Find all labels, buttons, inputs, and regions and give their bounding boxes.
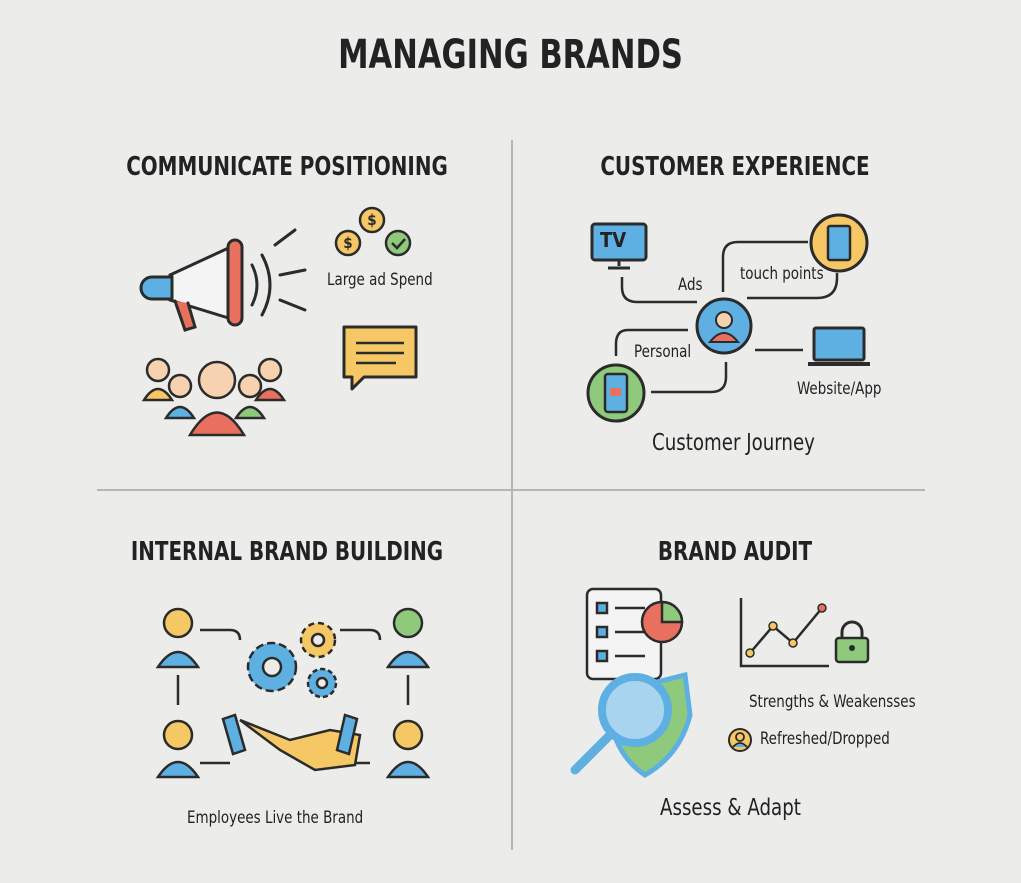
team-collaboration-icon (155, 607, 431, 779)
touch-points-label: touch points (740, 264, 824, 284)
svg-text:$: $ (343, 234, 352, 252)
svg-text:$: $ (367, 211, 376, 229)
growth-chart-icon (739, 598, 829, 668)
assess-adapt-caption: Assess & Adapt (660, 795, 801, 821)
employees-live-brand-caption: Employees Live the Brand (187, 808, 364, 828)
user-circle-icon (728, 728, 752, 752)
coins-icon: $ $ (334, 206, 412, 257)
heading-customer-experience: CUSTOMER EXPERIENCE (600, 152, 870, 182)
personal-label: Personal (634, 342, 692, 362)
customer-avatar-icon (695, 297, 753, 355)
tv-icon (590, 222, 648, 270)
vertical-divider (511, 140, 513, 850)
smartphone-icon (586, 363, 646, 423)
tablet-icon (809, 213, 869, 273)
heading-communicate-positioning: COMMUNICATE POSITIONING (126, 152, 448, 182)
refreshed-dropped-label: Refreshed/Dropped (760, 729, 890, 749)
heading-brand-audit: BRAND AUDIT (657, 537, 813, 567)
large-ad-spend-label: Large ad Spend (327, 270, 433, 290)
journey-connectors (614, 240, 839, 394)
strengths-weaknesses-label: Strengths & Weakensses (749, 692, 916, 712)
tv-label: TV (600, 228, 627, 252)
ads-label: Ads (678, 275, 703, 295)
chat-bubble-icon (342, 325, 418, 391)
horizontal-divider (97, 489, 925, 491)
audience-icon (141, 357, 287, 437)
audit-checklist-magnifier-icon (570, 587, 693, 778)
page-title: MANAGING BRANDS (338, 32, 683, 78)
lock-icon (834, 620, 870, 664)
customer-journey-label: Customer Journey (652, 430, 815, 456)
megaphone-icon (139, 228, 307, 332)
website-app-label: Website/App (797, 379, 882, 399)
laptop-icon (808, 326, 870, 366)
heading-internal-brand-building: INTERNAL BRAND BUILDING (130, 537, 444, 567)
